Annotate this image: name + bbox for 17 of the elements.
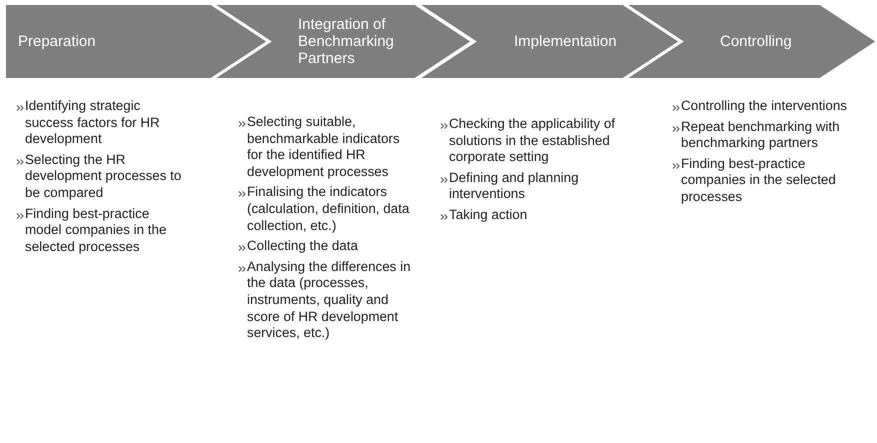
- bullet-text: Checking the applicability of solutions in the established corporate setting: [449, 116, 616, 166]
- bullet-text: Taking action: [449, 206, 528, 224]
- bullet-text: Controlling the interventions: [681, 98, 847, 115]
- phase-title: Implementation: [514, 33, 617, 50]
- bullet-text: Finding best-practice companies in the selected processes: [681, 156, 837, 206]
- bullet-text: Collecting the data: [247, 238, 358, 255]
- bullet-text: Finding best-practice model companies in the selected processes: [25, 206, 168, 256]
- phase-title: Preparation: [18, 33, 96, 50]
- bullet-text: Identifying strategic success factors for HR development: [25, 98, 161, 148]
- bullet-text: Analysing the differences in the data (processes, instruments, quality and score of HR development services, etc.): [247, 258, 412, 342]
- bullet-text: Finalising the indicators (calculation, definition, data collection, etc.): [247, 184, 410, 234]
- bullet-text: Selecting suitable, benchmarkable indicators for the identified HR development processes: [247, 114, 401, 180]
- bullet-text: Repeat benchmarking with benchmarking partners: [681, 118, 841, 152]
- bullet-text: Selecting the HR development processes to be compared: [25, 152, 182, 202]
- phase-title: Integration of Benchmarking Partners: [298, 16, 395, 67]
- phase-title: Controlling: [720, 33, 792, 50]
- bullet-text: Defining and planning interventions: [449, 170, 580, 203]
